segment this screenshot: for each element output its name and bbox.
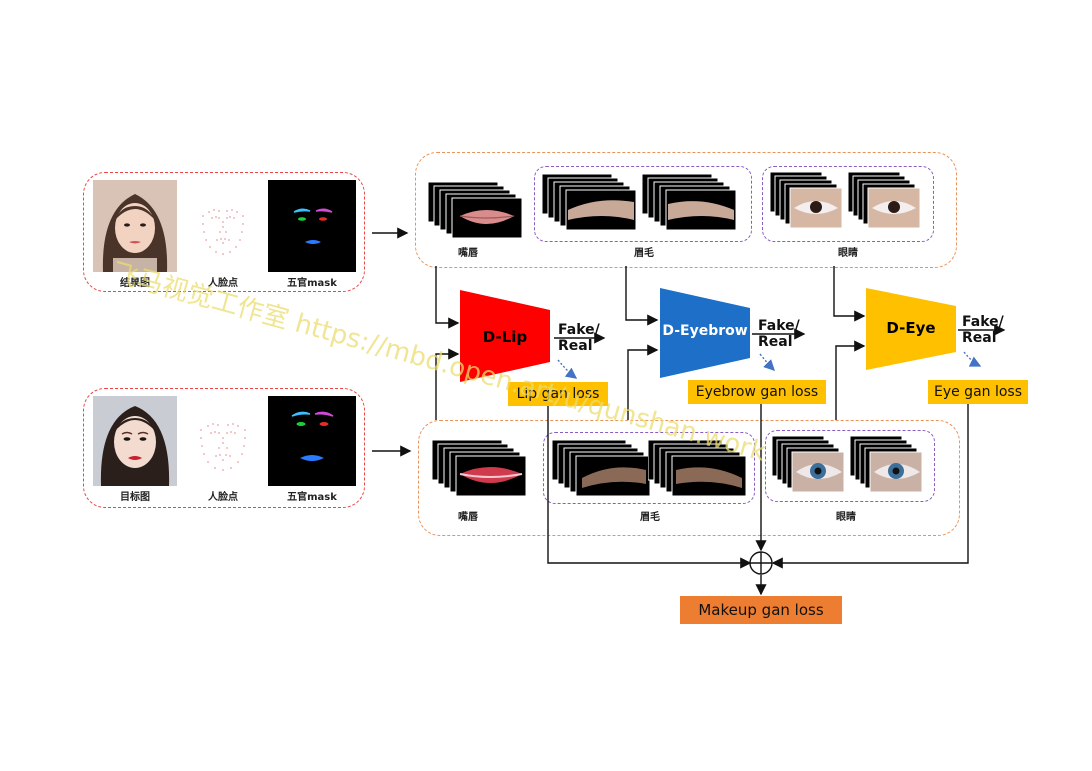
d-eyebrow-output: Fake/ Real xyxy=(758,318,800,350)
target-landmark-map xyxy=(181,396,265,486)
target-lip-label: 嘴唇 xyxy=(458,512,478,523)
d-lip-output: Fake/ Real xyxy=(558,322,600,354)
result-lip-crops xyxy=(428,182,523,239)
result-landmark-map xyxy=(181,180,265,272)
d-eye-label: D-Eye xyxy=(886,319,936,337)
result-lip-label: 嘴唇 xyxy=(458,248,478,259)
d-eyebrow-label: D-Eyebrow xyxy=(662,323,748,339)
result-mask-label: 五官mask xyxy=(287,278,337,289)
d-eyebrow-output-text: Fake/ Real xyxy=(758,318,800,350)
eyebrow-gan-loss: Eyebrow gan loss xyxy=(688,380,826,404)
d-eye-output: Fake/ Real xyxy=(962,314,1004,346)
result-eyebrow-subgroup xyxy=(534,166,752,242)
target-landmark-label: 人脸点 xyxy=(208,492,238,503)
target-eyebrow-label: 眉毛 xyxy=(640,512,660,523)
result-crops-group xyxy=(415,152,957,268)
result-face-photo xyxy=(93,180,177,272)
target-feature-mask xyxy=(268,396,356,486)
result-photo-label: 结果图 xyxy=(120,278,150,289)
target-eye-label: 眼睛 xyxy=(836,512,856,523)
target-eye-subgroup xyxy=(765,430,935,502)
result-eyebrow-crops-right xyxy=(642,174,737,231)
result-eye-label: 眼睛 xyxy=(838,248,858,259)
target-eyebrow-subgroup xyxy=(543,432,755,504)
target-face-photo xyxy=(93,396,177,486)
result-eye-subgroup xyxy=(762,166,934,242)
d-lip-block xyxy=(460,290,550,382)
result-eye-crops-right xyxy=(848,172,921,229)
result-eyebrow-crops-left xyxy=(542,174,637,231)
target-eyebrow-crops-left xyxy=(552,440,651,497)
result-input-panel xyxy=(83,172,365,292)
target-mask-label: 五官mask xyxy=(287,492,337,503)
d-eye-block xyxy=(866,288,956,370)
result-feature-mask xyxy=(268,180,356,272)
result-eyebrow-label: 眉毛 xyxy=(634,248,654,259)
target-eye-crops-left xyxy=(772,436,845,493)
makeup-gan-loss: Makeup gan loss xyxy=(680,596,842,624)
d-eyebrow-block xyxy=(660,288,750,378)
d-lip-label: D-Lip xyxy=(482,328,528,346)
result-eye-crops-left xyxy=(770,172,843,229)
d-eye-output-text: Fake/ Real xyxy=(962,314,1004,346)
target-eye-crops-right xyxy=(850,436,923,493)
d-lip-output-text: Fake/ Real xyxy=(558,322,600,354)
sum-node xyxy=(749,551,773,575)
target-photo-label: 目标图 xyxy=(120,492,150,503)
target-eyebrow-crops-right xyxy=(648,440,747,497)
target-lip-crops xyxy=(432,440,527,497)
lip-gan-loss: Lip gan loss xyxy=(508,382,608,406)
target-crops-group xyxy=(418,420,960,536)
eye-gan-loss: Eye gan loss xyxy=(928,380,1028,404)
target-input-panel xyxy=(83,388,365,508)
result-landmark-label: 人脸点 xyxy=(208,278,238,289)
